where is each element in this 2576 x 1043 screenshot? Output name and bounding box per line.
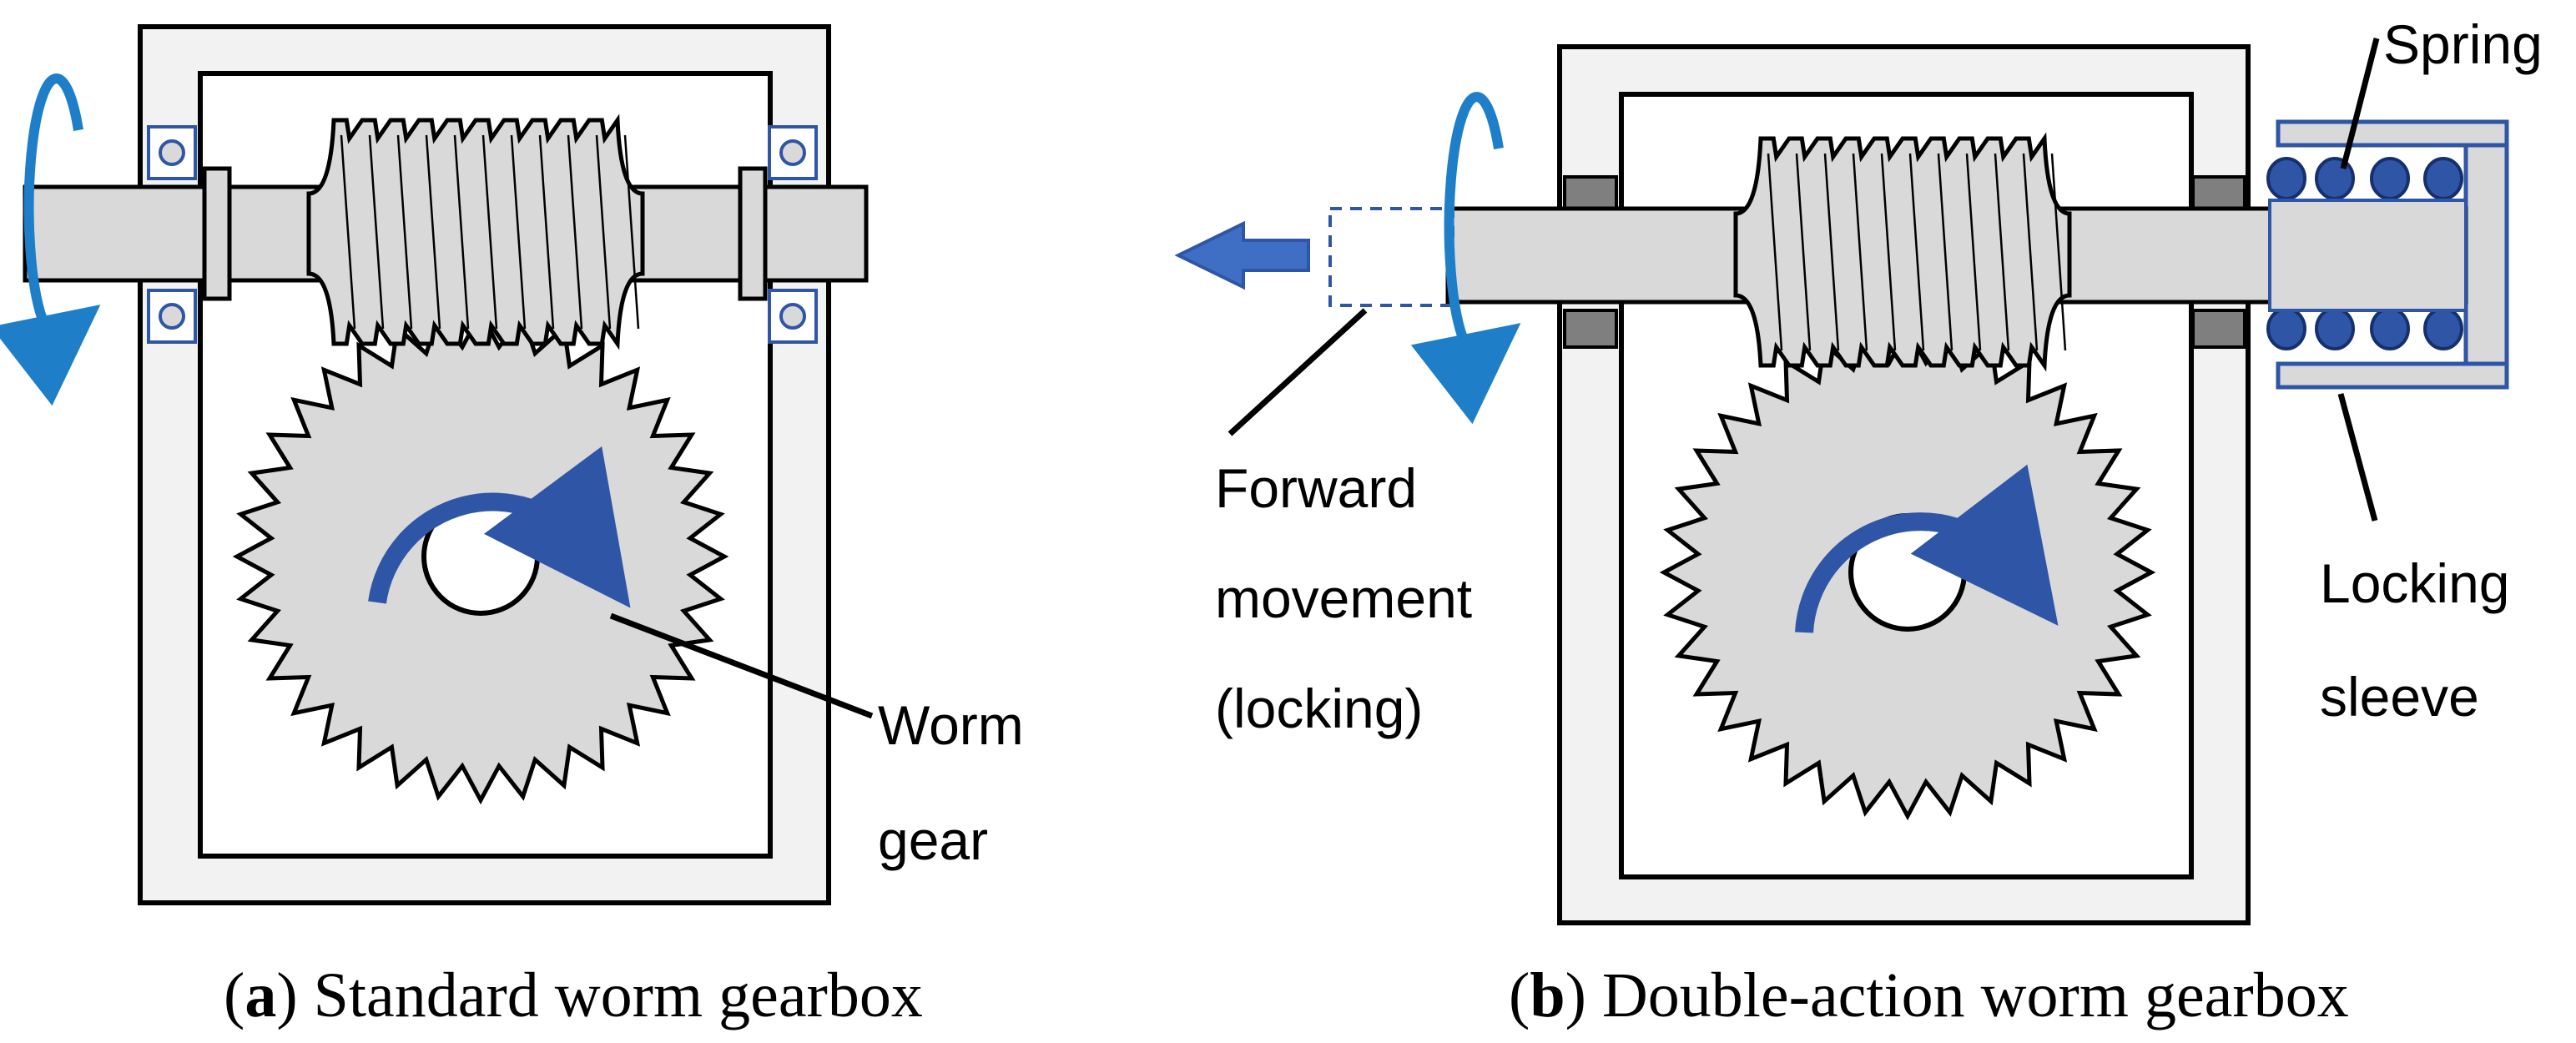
sleeve-body <box>2268 199 2468 312</box>
worm-thread-line <box>1767 153 1783 351</box>
worm-thread-line <box>567 134 583 330</box>
worm-screw-b <box>1733 132 2072 372</box>
spring-label: Spring <box>2383 13 2543 75</box>
worm-thread-line <box>1880 153 1897 351</box>
gear-rotation-arrow-b <box>1795 464 2059 633</box>
forward-movement-label-line3: (locking) <box>1215 678 1423 739</box>
worm-thread-line <box>425 134 441 330</box>
worm-thread-line <box>2050 153 2067 351</box>
shaft-rotation-arrow-a <box>0 73 101 406</box>
forward-movement-label-line1: Forward <box>1215 457 1417 519</box>
worm-screw-a <box>306 113 645 350</box>
caption-a: (a) Standard worm gearbox <box>224 960 923 1030</box>
locking-sleeve-label-line2: sleeve <box>2320 666 2479 728</box>
locking-sleeve-leader <box>2337 393 2378 522</box>
worm-thread-line <box>1823 153 1840 351</box>
left-arrow-icon <box>1174 220 1310 290</box>
worm-thread-line <box>595 134 612 330</box>
worm-thread-line <box>340 134 356 330</box>
spring-leader <box>2340 38 2380 169</box>
worm-thread-line <box>1994 153 2010 351</box>
bearing-icon <box>147 125 818 344</box>
worm-thread-line <box>623 134 640 330</box>
worm-thread-line <box>396 134 413 330</box>
locking-sleeve-label-line1: Locking <box>2320 552 2510 614</box>
worm-thread-line <box>453 134 470 330</box>
locking-sleeve <box>2276 119 2509 390</box>
worm-thread-line <box>1965 153 1982 351</box>
collar-left-a <box>202 166 232 301</box>
worm-thread-line <box>481 134 498 330</box>
worm-gear-label-line2: gear <box>878 809 988 871</box>
worm-thread-line <box>2022 153 2039 351</box>
panel-b-double-action-worm-gearbox: Spring Locking sleeve Forward movement (… <box>1174 13 2543 1030</box>
worm-thread-line <box>1908 153 1925 351</box>
worm-gear-label-line1: Worm <box>878 694 1024 756</box>
collar-right-a <box>738 166 768 301</box>
worm-gear <box>1659 324 2156 821</box>
panel-a-standard-worm-gearbox: Worm gear (a) Standard worm gearbox <box>0 24 1024 1030</box>
shaft-rotation-arrow-b <box>1410 92 1521 425</box>
caption-b: (b) Double-action worm gearbox <box>1509 960 2349 1030</box>
forward-movement-leader <box>1228 308 1368 436</box>
worm-thread-line <box>538 134 555 330</box>
worm-thread-line <box>368 134 385 330</box>
worm-thread-line <box>510 134 527 330</box>
gear-rotation-arrow-a <box>368 446 631 608</box>
worm-gear-leader <box>609 612 874 719</box>
forward-movement-label-line2: movement <box>1215 567 1472 629</box>
forward-position-outline <box>1328 207 1454 307</box>
worm-thread-line <box>1937 153 1953 351</box>
worm-thread-line <box>1852 153 1868 351</box>
worm-thread-line <box>1795 153 1812 351</box>
